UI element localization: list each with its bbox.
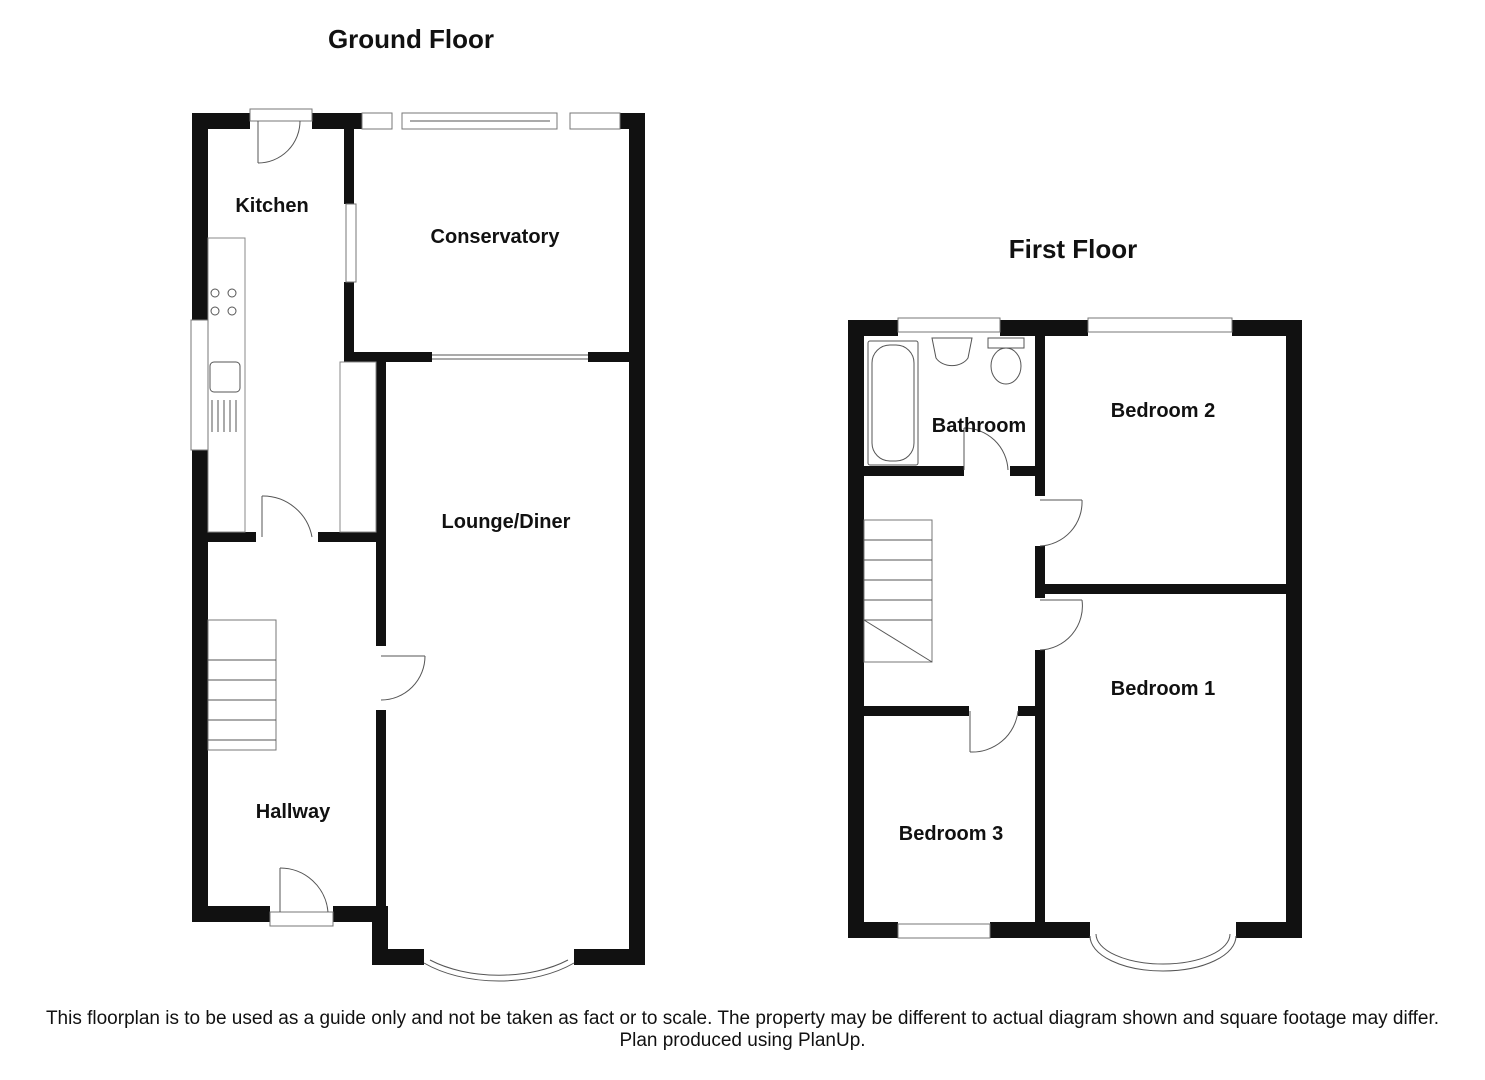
disclaimer: This floorplan is to be used as a guide …	[20, 1008, 1465, 1052]
first-floor-fixtures	[863, 317, 1237, 972]
disclaimer-text: This floorplan is to be used as a guide …	[45, 1008, 1440, 1029]
kitchen-label: Kitchen	[235, 195, 308, 217]
bedroom-3-label: Bedroom 3	[899, 823, 1003, 845]
first-floor-plan	[848, 320, 1302, 938]
ground-floor-plan	[192, 113, 645, 965]
lounge-diner-label: Lounge/Diner	[442, 511, 571, 533]
ground-floor-title: Ground Floor	[328, 24, 494, 54]
bedroom-2-label: Bedroom 2	[1111, 400, 1215, 422]
hallway-label: Hallway	[256, 801, 331, 823]
first-floor-title: First Floor	[1009, 234, 1138, 264]
bathroom-label: Bathroom	[932, 415, 1026, 437]
planup-credit: Plan produced using PlanUp.	[619, 1030, 866, 1051]
bedroom-1-label: Bedroom 1	[1111, 678, 1215, 700]
conservatory-label: Conservatory	[431, 226, 561, 248]
ground-floor-fixtures	[190, 108, 621, 982]
floorplan-drawing: Ground Floor First Floor	[190, 24, 1302, 982]
